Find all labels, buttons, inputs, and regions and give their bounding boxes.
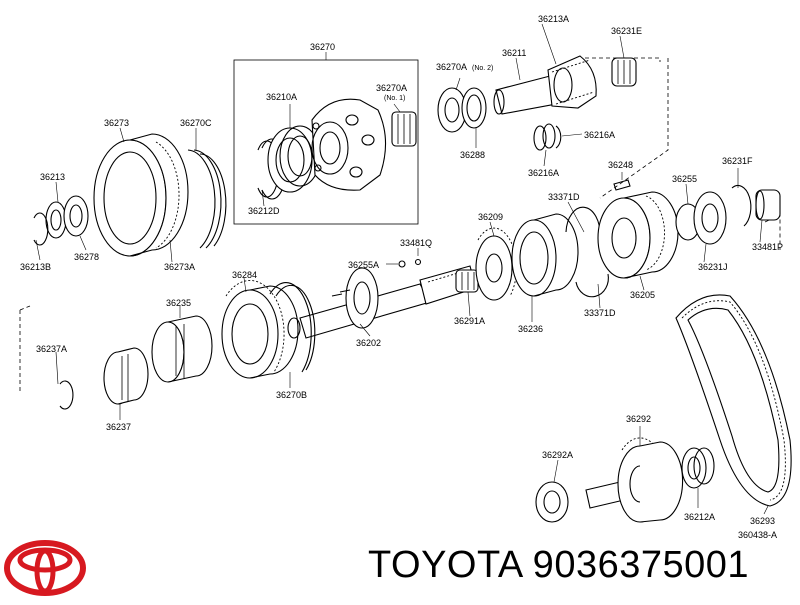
label-36211: 36211	[502, 48, 526, 58]
label-36270A-no2-note: (No. 2)	[472, 65, 493, 72]
label-36237A: 36237A	[36, 344, 67, 354]
label-33481P: 33481P	[752, 242, 783, 252]
label-36231F: 36231F	[722, 156, 753, 166]
label-36292: 36292	[626, 414, 651, 424]
label-36237: 36237	[106, 422, 131, 432]
label-36270: 36270	[310, 42, 335, 52]
part-36284-gear	[221, 280, 299, 379]
part-36231F-snap-ring	[731, 184, 752, 227]
part-36236-sleeve	[511, 213, 579, 297]
part-36292A-bearing	[535, 481, 569, 523]
part-36212A-bearing	[681, 447, 715, 489]
part-36210A-bearing	[267, 125, 321, 193]
toyota-logo	[4, 540, 86, 596]
label-36213: 36213	[40, 172, 65, 182]
label-36278: 36278	[74, 252, 99, 262]
label-36210A: 36210A	[266, 92, 297, 102]
label-36270C: 36270C	[180, 118, 212, 128]
label-36293: 36293	[750, 516, 775, 526]
part-36213-washers	[45, 195, 89, 239]
leader-lines	[35, 23, 769, 515]
part-36237-bearing	[103, 347, 149, 405]
part-36255-bearing	[675, 191, 727, 245]
label-36212D: 36212D	[248, 206, 280, 216]
label-33371D-bottom: 33371D	[584, 308, 616, 318]
label-36292A: 36292A	[542, 450, 573, 460]
part-36231E-bearing	[611, 57, 637, 87]
part-36209-gear	[475, 227, 517, 301]
label-36205: 36205	[630, 290, 655, 300]
label-36236: 36236	[518, 324, 543, 334]
part-36270A-no1-bearing	[391, 111, 417, 147]
part-36213B-snap-ring	[33, 212, 49, 246]
label-36212A: 36212A	[684, 512, 715, 522]
toyota-logo-vertical-ellipse	[34, 548, 56, 594]
label-33371D-top: 33371D	[548, 192, 580, 202]
part-36255A-ball	[398, 260, 406, 268]
label-33481Q: 33481Q	[400, 238, 432, 248]
label-36270A-no1-note: (No. 1)	[384, 95, 405, 102]
label-36213A: 36213A	[538, 14, 569, 24]
part-36293-drive-chain	[675, 294, 792, 507]
part-36270B-snap-ring	[269, 282, 316, 373]
label-36216A-top: 36216A	[584, 130, 615, 140]
label-36288: 36288	[460, 150, 485, 160]
part-36288-ring	[461, 87, 487, 129]
label-36291A: 36291A	[454, 316, 485, 326]
part-33481P-plug	[755, 189, 781, 221]
label-36270B: 36270B	[276, 390, 307, 400]
part-36273-ring-gear	[93, 133, 189, 257]
part-33481Q-pin	[414, 248, 422, 266]
label-36273A: 36273A	[164, 262, 195, 272]
label-36255A: 36255A	[348, 260, 379, 270]
label-36273: 36273	[104, 118, 129, 128]
part-36270-planetary-carrier	[311, 98, 387, 191]
part-36270C-snap-ring	[187, 149, 227, 249]
label-36216A-bottom: 36216A	[528, 168, 559, 178]
part-36211-sun-gear-shaft	[493, 55, 597, 115]
dashed-frame-left	[19, 305, 31, 392]
label-36235: 36235	[166, 298, 191, 308]
label-36248: 36248	[608, 160, 633, 170]
label-36231J: 36231J	[698, 262, 728, 272]
label-36231E: 36231E	[611, 26, 642, 36]
part-36237A-snap-ring	[59, 380, 74, 410]
label-36202: 36202	[356, 338, 381, 348]
part-36235-sleeve	[151, 315, 213, 383]
label-36270A-no1: 36270A	[376, 83, 407, 93]
label-36270A-no2: 36270A	[436, 62, 467, 72]
label-36284: 36284	[232, 270, 257, 280]
label-36255: 36255	[672, 174, 697, 184]
part-36205-clutch-hub	[597, 191, 679, 279]
part-36216A-ring-pair	[533, 123, 562, 151]
caption-part-number: TOYOTA 9036375001	[368, 544, 750, 586]
label-36213B: 36213B	[20, 262, 51, 272]
figure-code: 360438-A	[738, 530, 777, 540]
label-36209: 36209	[478, 212, 503, 222]
part-36292-sprocket-shaft	[585, 437, 684, 523]
part-36202-output-shaft	[287, 265, 477, 339]
part-36291A-needle-bearing	[455, 269, 479, 293]
part-36248-key	[613, 179, 631, 191]
